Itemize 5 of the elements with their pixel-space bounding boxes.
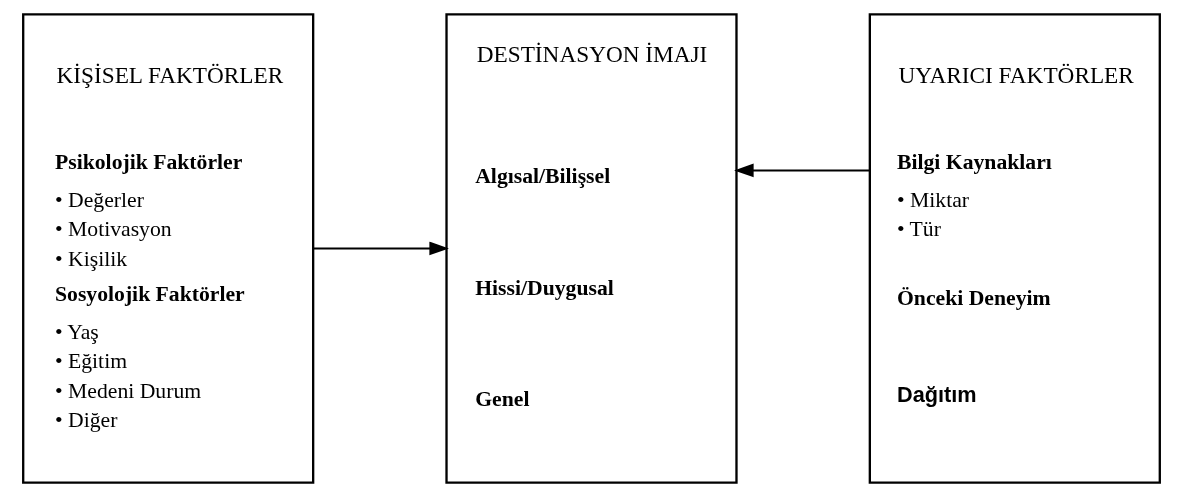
arrow [733,163,870,178]
node-box: UYARICI FAKTÖRLER Bilgi Kaynakları • Miktar • Tür Önceki Deneyim Dağıtım [868,13,1161,484]
node-box: KİŞİSEL FAKTÖRLER Psikolojik Faktörler • Değerler • Motivasyon • Kişilik Sosyolojik Faktörler • Yaş • Eğitim • Medeni Durum • Diğer [21,13,314,484]
node-box: DESTİNASYON İMAJI Algısal/Bilişsel Hissi/Duygusal Genel [444,13,738,484]
arrow [312,241,449,256]
